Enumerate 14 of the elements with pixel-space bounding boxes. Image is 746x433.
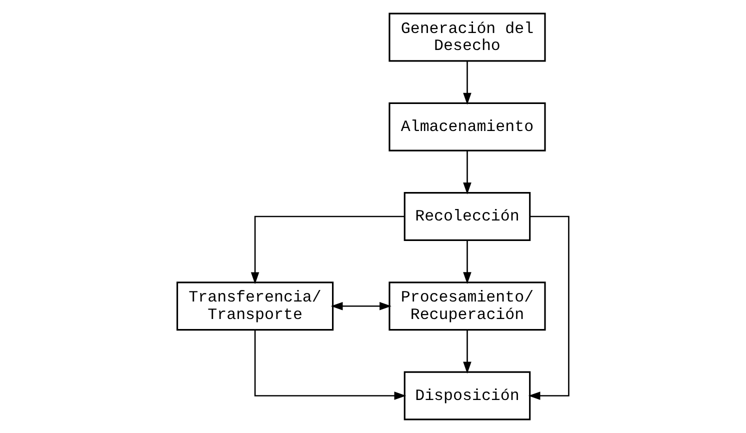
- arrow: [250, 216, 404, 284]
- node-box: Disposición: [404, 371, 531, 420]
- node-box: Procesamiento/ Recuperación: [388, 282, 546, 331]
- node-box: Recolección: [404, 192, 531, 242]
- arrow: [254, 330, 406, 400]
- arrow: [330, 302, 392, 310]
- arrow: [463, 150, 472, 194]
- arrow: [463, 330, 472, 374]
- node-box: Almacenamiento: [388, 102, 546, 152]
- arrow: [463, 240, 472, 284]
- node-box: Generación del Desecho: [388, 12, 546, 62]
- arrow: [528, 216, 570, 400]
- arrow: [463, 61, 472, 105]
- node-box: Transferencia/ Transporte: [176, 282, 334, 331]
